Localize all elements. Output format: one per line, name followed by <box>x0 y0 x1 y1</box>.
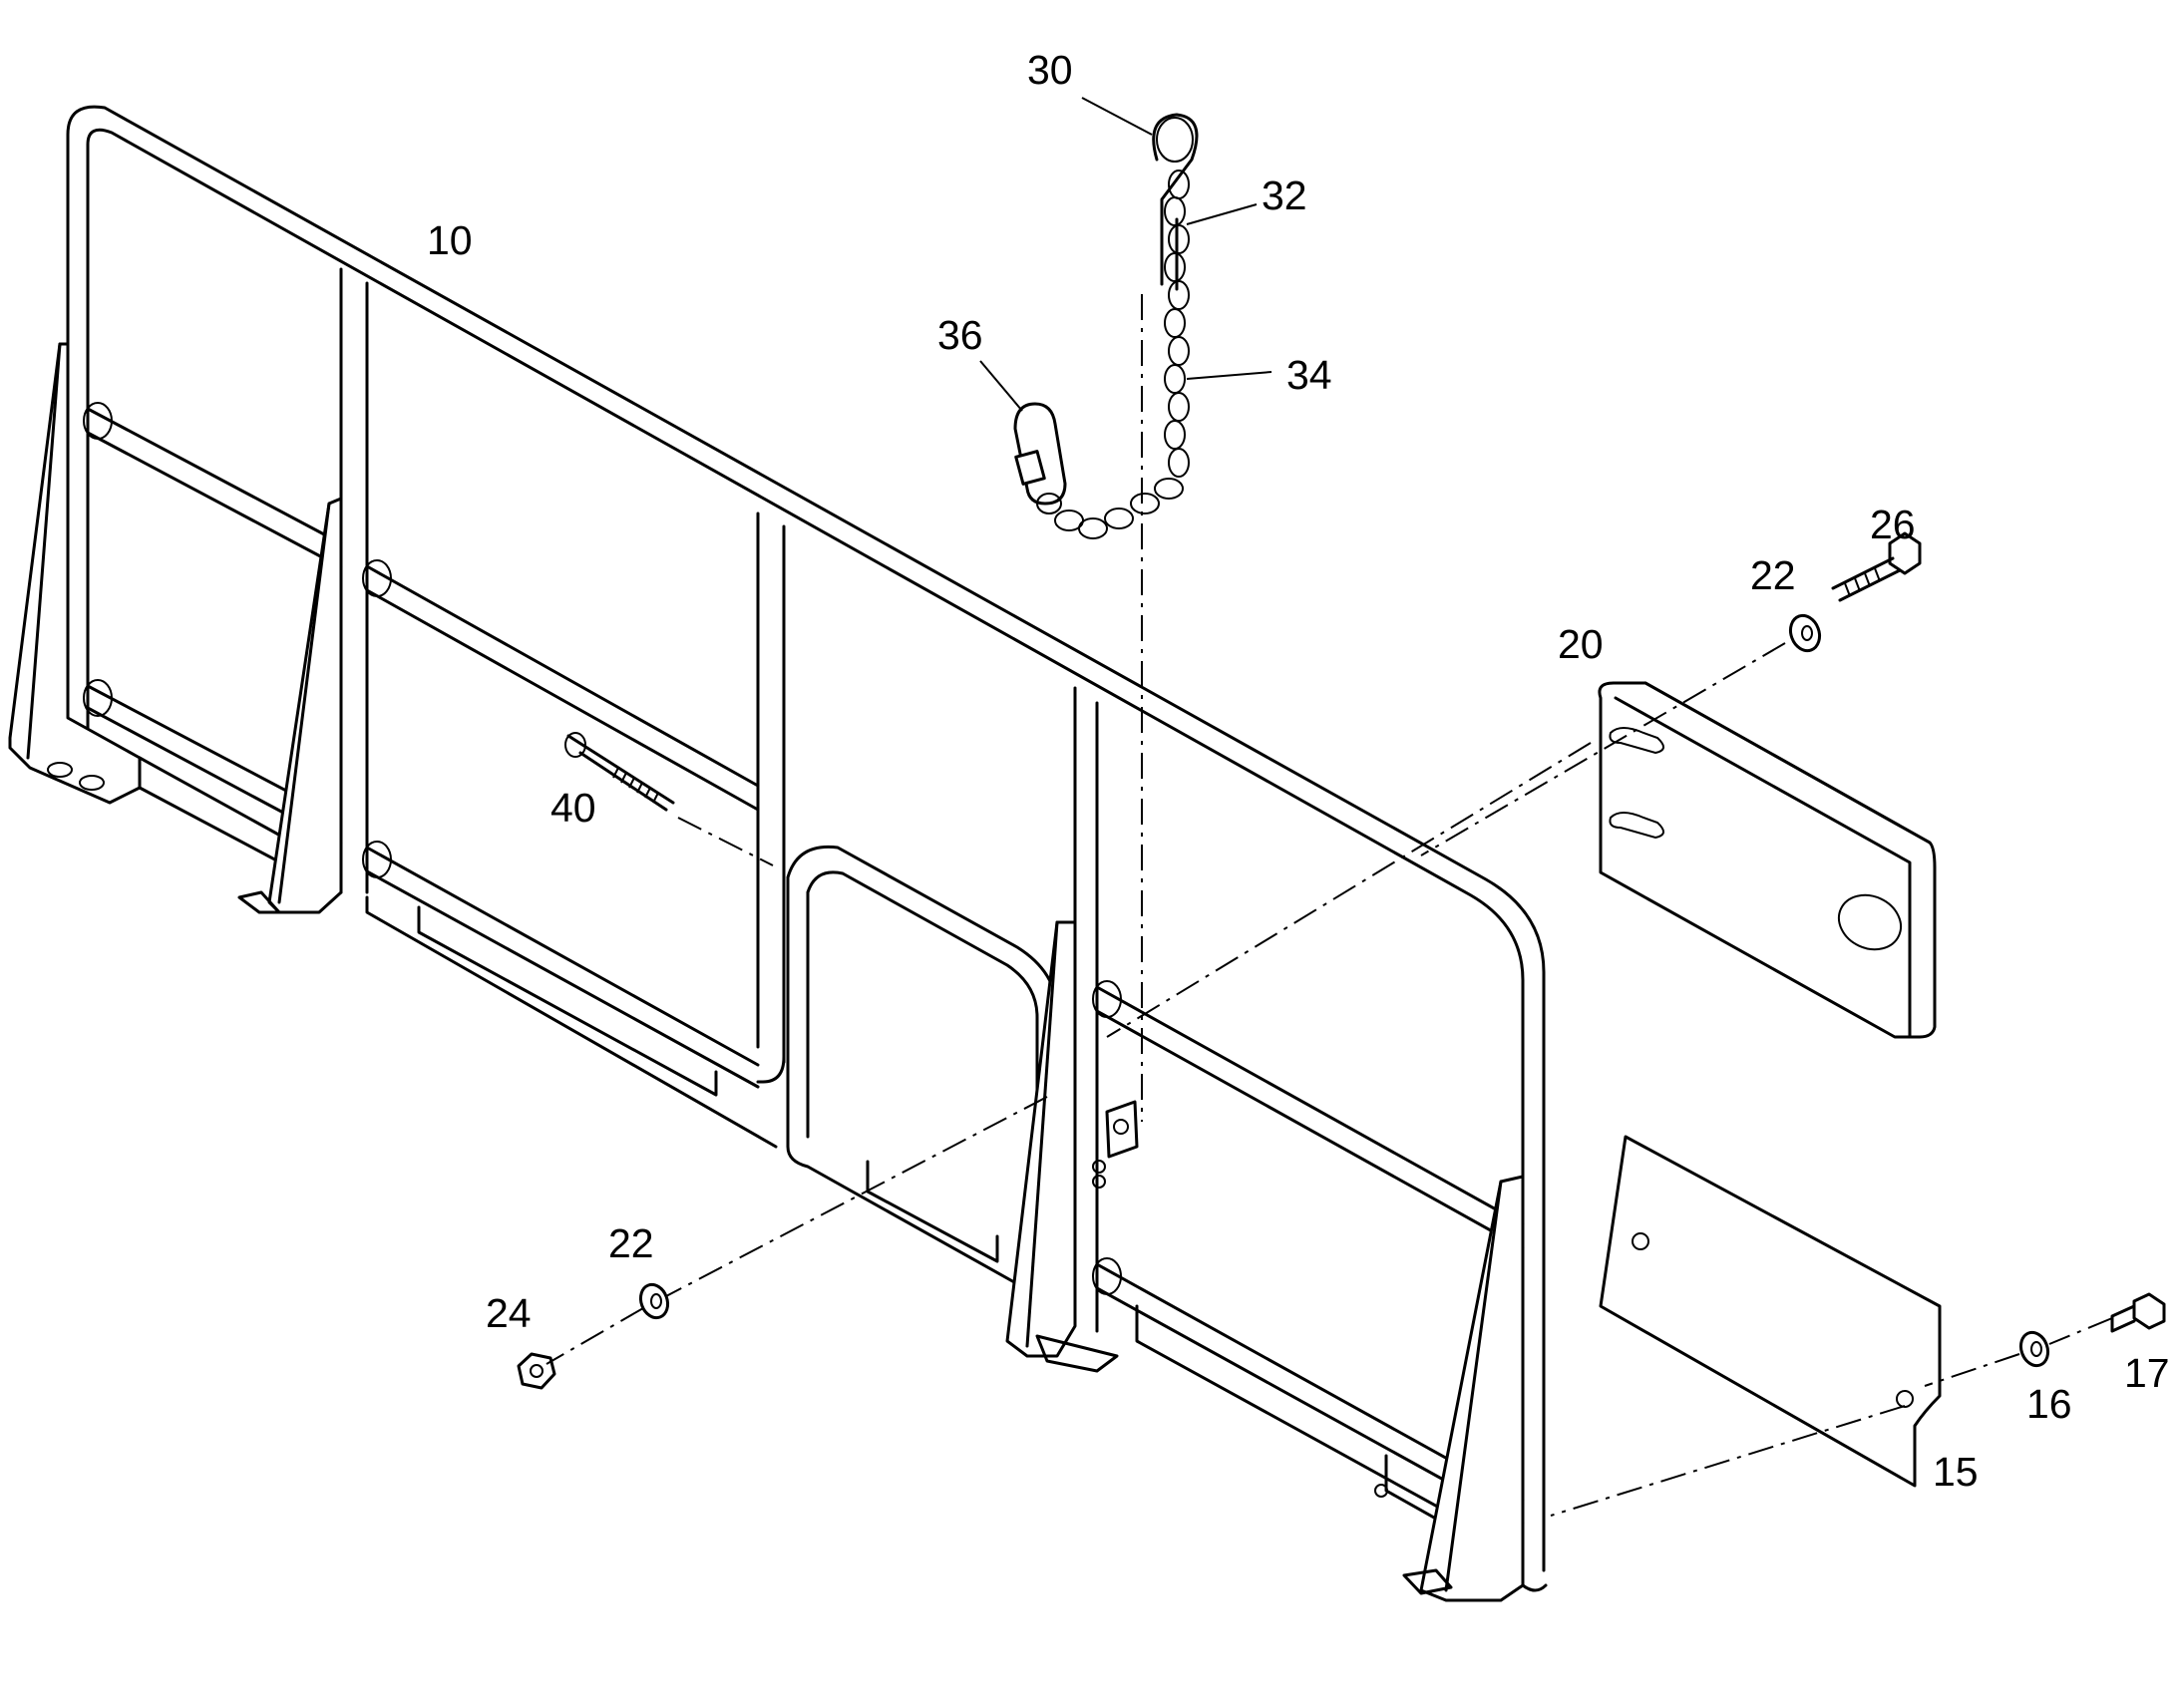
washer-part-22-lower <box>638 1282 670 1320</box>
washer-part-22-upper <box>1788 613 1822 653</box>
assembly-lines <box>545 294 2113 1517</box>
washer-part-16 <box>2018 1330 2050 1368</box>
callout-40: 40 <box>550 785 596 831</box>
bolt-part-40 <box>564 732 675 812</box>
callout-30: 30 <box>1027 47 1073 93</box>
block-part-20 <box>1598 681 1937 1039</box>
callout-20: 20 <box>1558 621 1604 667</box>
callout-10: 10 <box>427 217 473 263</box>
railing-frame-part-10 <box>8 105 1548 1602</box>
quick-link-part-36 <box>1013 402 1067 506</box>
nut-part-24 <box>517 1352 556 1390</box>
pin-part-30 <box>1152 113 1199 291</box>
chain-assembly <box>1013 113 1199 539</box>
callout-15: 15 <box>1933 1449 1979 1495</box>
callout-16: 16 <box>2026 1381 2072 1427</box>
callout-24: 24 <box>486 1290 532 1336</box>
callout-34: 34 <box>1286 352 1332 398</box>
callout-36: 36 <box>937 312 983 358</box>
callout-17: 17 <box>2124 1350 2170 1396</box>
callout-32: 32 <box>1262 172 1307 218</box>
callout-26: 26 <box>1870 502 1916 547</box>
bolt-part-26 <box>1831 531 1922 602</box>
callout-labels: 10 30 32 36 34 26 22 20 40 22 24 17 16 1… <box>427 47 2170 1495</box>
screw-part-17 <box>2110 1292 2166 1333</box>
plate-part-15 <box>1599 1135 1942 1488</box>
callout-22-lower: 22 <box>608 1220 654 1266</box>
leader-lines <box>979 97 1272 412</box>
chain-part-34 <box>1036 170 1190 539</box>
callout-22-upper: 22 <box>1750 552 1796 598</box>
